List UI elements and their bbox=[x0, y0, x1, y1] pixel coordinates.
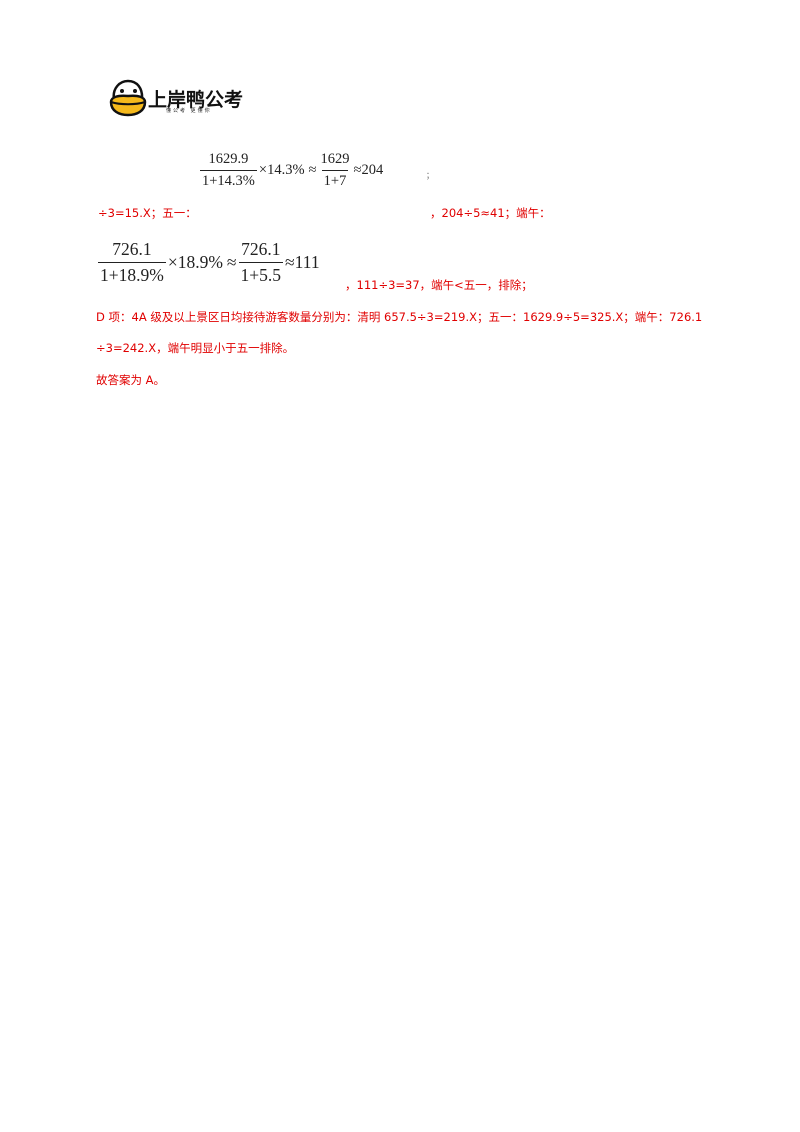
fraction-denominator: 1+18.9% bbox=[98, 262, 166, 286]
formula-result: ≈111 bbox=[285, 252, 320, 272]
fraction-numerator: 1629.9 bbox=[208, 151, 249, 167]
brand-slogan: 懂公考 更懂你 bbox=[166, 108, 212, 114]
formula-trailing-semicolon: ； bbox=[426, 171, 434, 180]
fraction-numerator: 1629 bbox=[320, 151, 350, 167]
fraction-numerator: 726.1 bbox=[112, 239, 152, 259]
fraction: 1629.9 1+14.3% bbox=[200, 151, 257, 190]
fraction: 726.1 1+18.9% bbox=[98, 239, 166, 286]
fraction-numerator: 726.1 bbox=[241, 239, 281, 259]
fraction: 726.1 1+5.5 bbox=[238, 239, 284, 286]
option-d-line-1: D 项：4A 级及以上景区日均接待游客数量分别为：清明 657.5÷3=219.… bbox=[96, 310, 703, 324]
formula-result: ≈204 bbox=[353, 162, 384, 178]
approx-sign: ≈ bbox=[226, 252, 237, 272]
line-c-prefix: ÷3=15.X；五一： bbox=[98, 206, 197, 220]
line-c-suffix: ，204÷5≈41；端午： bbox=[430, 206, 551, 220]
formula-wuyi: 1629.9 1+14.3% ×14.3% ≈ 1629 1+7 ≈204 bbox=[200, 151, 385, 190]
answer-line: 故答案为 A。 bbox=[96, 373, 166, 387]
times-term: ×14.3% bbox=[258, 162, 305, 178]
fraction-denominator: 1+5.5 bbox=[238, 262, 284, 286]
fraction: 1629 1+7 bbox=[319, 151, 352, 190]
option-d-line-2: ÷3=242.X，端午明显小于五一排除。 bbox=[96, 341, 295, 355]
brand-name: 上岸鸭公考 bbox=[148, 89, 244, 111]
times-term: ×18.9% bbox=[167, 252, 223, 272]
approx-sign: ≈ bbox=[308, 162, 317, 178]
duck-mascot-icon bbox=[109, 79, 147, 117]
fraction-denominator: 1+7 bbox=[321, 170, 349, 190]
fraction-denominator: 1+14.3% bbox=[200, 170, 257, 190]
line-c-end: ，111÷3=37，端午<五一，排除； bbox=[345, 278, 533, 292]
formula-duanwu: 726.1 1+18.9% ×18.9% ≈ 726.1 1+5.5 ≈111 bbox=[98, 239, 322, 286]
